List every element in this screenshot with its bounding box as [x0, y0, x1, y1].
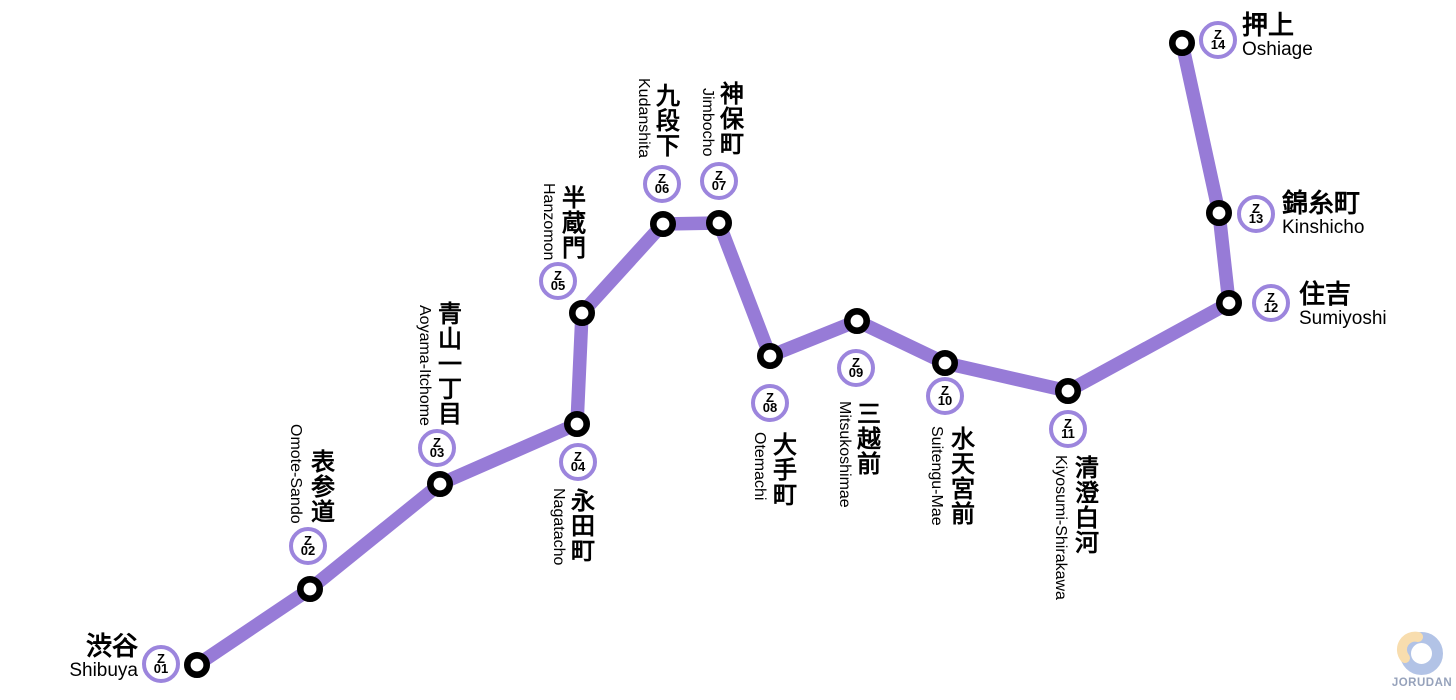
station-label-en[interactable]: Kudanshita — [635, 77, 652, 158]
station-badge-number: 13 — [1248, 211, 1264, 226]
station-label-ja[interactable]: 九段下 — [651, 83, 679, 158]
station-node-z08 — [756, 342, 783, 369]
station-badge-letter: Z — [433, 435, 441, 450]
station-badge-letter: Z — [658, 171, 666, 186]
station-label-en[interactable]: Hanzomon — [540, 182, 557, 260]
station-node-z13 — [1206, 200, 1233, 227]
station-label-ja[interactable]: 表参道 — [306, 449, 334, 524]
station-node-z01 — [184, 651, 211, 678]
station-label-ja[interactable]: 半蔵門 — [557, 185, 585, 260]
station-node-z10 — [931, 349, 958, 376]
station-badge-letter: Z — [574, 449, 582, 464]
station-badge-number: 09 — [848, 365, 864, 380]
station-label-en[interactable]: Otemachi — [751, 432, 768, 501]
station-node-z03 — [426, 470, 453, 497]
station-badge-number: 08 — [762, 400, 778, 415]
station-label-en: Kinshicho — [1282, 217, 1365, 238]
station-badge-number: 10 — [937, 393, 953, 408]
station-label-en[interactable]: Suitengu-Mae — [928, 426, 945, 526]
station-label-en[interactable]: Jimbocho — [699, 87, 716, 156]
station-badge-number: 01 — [153, 661, 169, 676]
station-label-ja: 住吉 — [1299, 279, 1352, 309]
station-badge-number: 12 — [1263, 300, 1279, 315]
station-node-z02 — [296, 575, 323, 602]
station-badge-number: 04 — [570, 459, 586, 474]
station-label-en[interactable]: Nagatacho — [550, 488, 567, 566]
station-label-ja[interactable]: 水天宮前 — [946, 426, 974, 526]
station-label-ja[interactable]: 神保町 — [715, 81, 743, 156]
station-node-z05 — [568, 299, 595, 326]
station-label-en: Oshiage — [1242, 39, 1313, 60]
station-label-ja: 錦糸町 — [1282, 188, 1361, 218]
station-node-z14 — [1169, 29, 1196, 56]
station-badge-letter: Z — [1252, 201, 1260, 216]
station-badge-letter: Z — [1064, 416, 1072, 431]
station-badge-letter: Z — [852, 355, 860, 370]
station-badge-letter: Z — [941, 383, 949, 398]
station-label-en[interactable]: Aoyama-Itchome — [416, 305, 433, 426]
station-node-z11 — [1055, 377, 1082, 404]
station-badge-number: 05 — [550, 278, 566, 293]
station-badge-number: 11 — [1061, 426, 1075, 441]
station-label-en: Shibuya — [69, 660, 138, 681]
station-badge-number: 14 — [1210, 37, 1226, 52]
station-badge-number: 02 — [300, 543, 316, 558]
station-label-en[interactable]: Omote-Sando — [287, 424, 304, 524]
station-label-en[interactable]: Kiyosumi-Shirakawa — [1052, 455, 1069, 600]
station-label-ja: 押上 — [1242, 10, 1295, 40]
station-badge-number: 06 — [654, 181, 670, 196]
station-node-z12 — [1216, 289, 1243, 316]
station-node-z09 — [843, 307, 870, 334]
station-node-z07 — [705, 210, 732, 237]
station-badge-letter: Z — [1214, 27, 1222, 42]
station-badge-number: 07 — [711, 178, 727, 193]
jorudan-logo-text: JORUDAN — [1391, 677, 1453, 689]
station-label-ja: 渋谷 — [85, 631, 138, 661]
station-badge-letter: Z — [766, 390, 774, 405]
station-label-ja[interactable]: 清澄白河 — [1070, 455, 1098, 555]
station-badge-letter: Z — [304, 533, 312, 548]
station-badge-number: 03 — [429, 445, 445, 460]
station-label-ja[interactable]: 青山一丁目 — [433, 301, 461, 426]
station-node-z04 — [563, 410, 590, 437]
station-label-en: Sumiyoshi — [1299, 308, 1387, 329]
station-label-ja[interactable]: 永田町 — [566, 488, 594, 563]
station-badge-letter: Z — [1267, 290, 1275, 305]
station-node-z06 — [649, 211, 676, 238]
jorudan-logo-icon — [1396, 631, 1443, 675]
station-label-en[interactable]: Mitsukoshimae — [836, 401, 853, 508]
station-label-ja[interactable]: 三越前 — [852, 401, 880, 476]
station-badge-letter: Z — [157, 651, 165, 666]
station-label-ja[interactable]: 大手町 — [768, 432, 796, 507]
route-line — [193, 41, 1236, 671]
station-badge-letter: Z — [554, 268, 562, 283]
station-badge-letter: Z — [715, 168, 723, 183]
